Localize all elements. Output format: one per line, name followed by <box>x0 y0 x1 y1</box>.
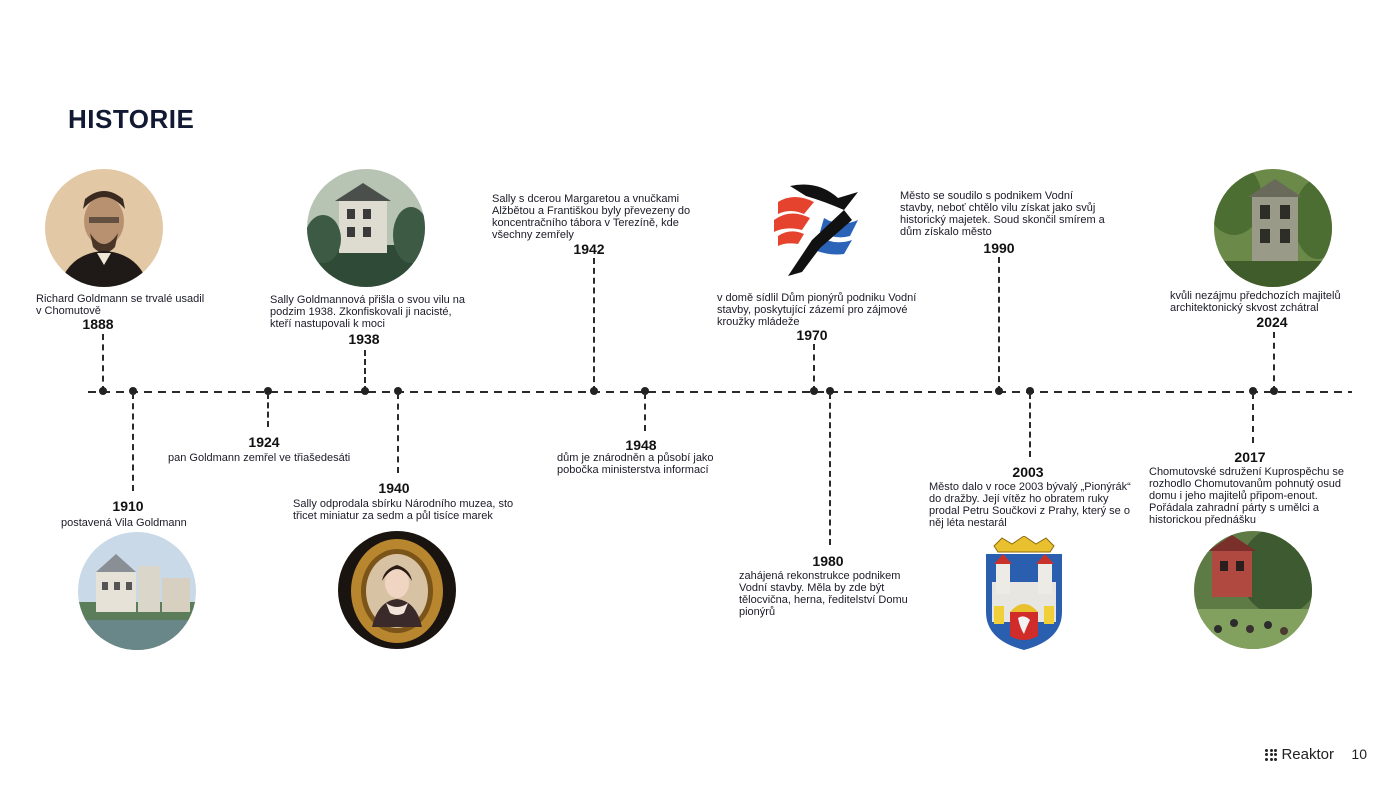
event-text-1924: pan Goldmann zemřel ve třiašedesáti <box>168 452 351 464</box>
event-text-1980: zahájená rekonstrukce podnikem Vodní sta… <box>739 570 908 618</box>
timeline-dot-1938 <box>361 387 369 395</box>
event-year-1888: 1888 <box>82 316 114 332</box>
event-year-1970: 1970 <box>796 327 828 343</box>
timeline-dot-1942 <box>590 387 598 395</box>
event-year-2024: 2024 <box>1256 314 1288 330</box>
event-year-1938: 1938 <box>348 331 380 347</box>
timeline-axis <box>88 391 1352 393</box>
event-text-1990: Město se soudilo s podnikem Vodní stavby… <box>900 190 1105 238</box>
footer-brand: Reaktor <box>1265 746 1334 763</box>
event-text-1970: v domě sídlil Dům pionýrů podniku Vodní … <box>717 292 917 328</box>
event-year-1910: 1910 <box>112 498 144 514</box>
timeline-dot-1970 <box>810 387 818 395</box>
connector-1938 <box>364 350 366 392</box>
timeline-dot-2003 <box>1026 387 1034 395</box>
page-title: HISTORIE <box>68 104 195 134</box>
photo-vila-1938 <box>307 169 425 287</box>
timeline-dot-1980 <box>826 387 834 395</box>
timeline-dot-1924 <box>264 387 272 395</box>
timeline-dot-2024 <box>1270 387 1278 395</box>
grid-dots-icon <box>1265 748 1278 761</box>
event-text-1940: Sally odprodala sbírku Národního muzea, … <box>293 498 514 522</box>
connector-1970 <box>813 344 815 392</box>
event-year-2003: 2003 <box>1012 464 1044 480</box>
event-text-2024: kvůli nezájmu předchozích majitelů archi… <box>1170 290 1341 314</box>
connector-2024 <box>1273 332 1275 392</box>
event-text-2017: Chomutovské sdružení Kuprospěchu se rozh… <box>1149 466 1345 526</box>
photo-ruined-villa-2024 <box>1214 169 1332 287</box>
event-text-2003: Město dalo v roce 2003 bývalý „Pionýrák“… <box>929 481 1131 529</box>
photo-miniature-portrait <box>338 531 456 649</box>
event-text-1910: postavená Vila Goldmann <box>61 517 187 529</box>
event-year-1942: 1942 <box>573 241 605 257</box>
event-year-2017: 2017 <box>1234 449 1266 465</box>
page-number: 10 <box>1351 746 1367 762</box>
connector-1924 <box>267 393 269 427</box>
photo-vila-1910 <box>78 532 196 650</box>
timeline-dot-2017 <box>1249 387 1257 395</box>
connector-1910 <box>132 393 134 491</box>
timeline-dot-1948 <box>641 387 649 395</box>
timeline-dot-1910 <box>129 387 137 395</box>
event-text-1938: Sally Goldmannová přišla o svou vilu na … <box>270 294 466 330</box>
timeline-dot-1940 <box>394 387 402 395</box>
connector-1990 <box>998 257 1000 392</box>
event-text-1942: Sally s dcerou Margaretou a vnučkami Alž… <box>492 193 691 241</box>
event-year-1990: 1990 <box>983 240 1015 256</box>
event-year-1980: 1980 <box>812 553 844 569</box>
photo-richard-goldmann <box>45 169 163 287</box>
connector-1942 <box>593 258 595 392</box>
event-year-1940: 1940 <box>378 480 410 496</box>
timeline-dot-1888 <box>99 387 107 395</box>
event-text-1948: dům je znárodněn a působí jako pobočka m… <box>557 452 714 476</box>
connector-1940 <box>397 393 399 473</box>
brand-name: Reaktor <box>1281 746 1334 763</box>
timeline-dot-1990 <box>995 387 1003 395</box>
connector-1980 <box>829 393 831 545</box>
connector-1888 <box>102 334 104 392</box>
connector-1948 <box>644 393 646 431</box>
photo-garden-party-2017 <box>1194 531 1312 649</box>
connector-2003 <box>1029 393 1031 457</box>
coat-of-arms-icon <box>984 535 1064 652</box>
swallow-emblem-icon <box>770 180 862 280</box>
event-text-1888: Richard Goldmann se trvalé usadil v Chom… <box>36 293 205 317</box>
connector-2017 <box>1252 393 1254 443</box>
event-year-1924: 1924 <box>248 434 280 450</box>
event-year-1948: 1948 <box>625 437 657 453</box>
